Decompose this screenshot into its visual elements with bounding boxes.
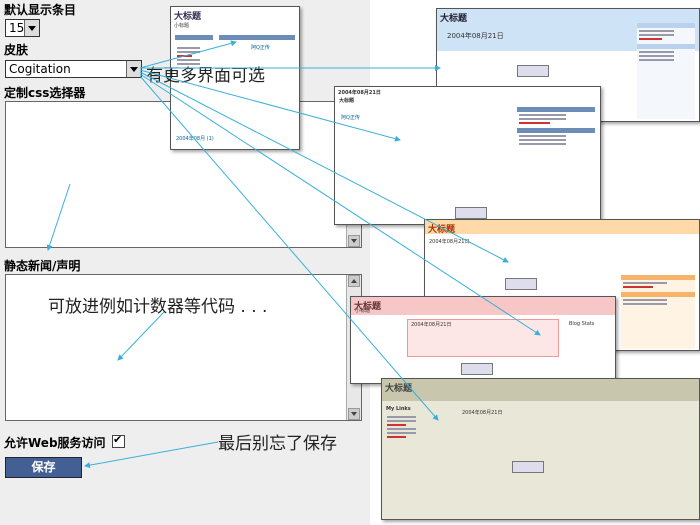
- annotation-counter-hint: 可放进例如计数器等代码 . . .: [48, 297, 268, 317]
- preview-subtitle: 小标题: [355, 308, 371, 314]
- preview-title: 大标题: [428, 225, 456, 235]
- annotation-remember-save: 最后别忘了保存: [218, 434, 337, 454]
- save-button[interactable]: 保存: [5, 457, 82, 478]
- preview-date: 2004年08月21日: [447, 32, 504, 40]
- skin-preview-5: 大标题 小标题 2004年08月21日 Blog Stats: [350, 296, 616, 384]
- items-per-page-value: 15: [9, 21, 25, 35]
- preview-title: 大标题: [174, 12, 202, 22]
- preview-subtitle: 小标题: [174, 23, 190, 29]
- preview-title: 大标题: [339, 98, 355, 104]
- preview-date: 2004年08月21日: [462, 410, 503, 416]
- preview-archive: 2004年08月 (1): [176, 136, 214, 142]
- scroll-down-icon[interactable]: [348, 235, 360, 247]
- web-service-checkbox[interactable]: [112, 433, 125, 448]
- items-per-page-label: 默认显示条目: [4, 3, 77, 17]
- preview-date: 2004年08月21日: [338, 90, 381, 96]
- skin-preview-3: 2004年08月21日 大标题 阿Q正传: [334, 86, 601, 225]
- preview-post-title: 阿Q正传: [251, 45, 270, 51]
- scroll-up-icon[interactable]: [348, 275, 360, 287]
- skin-label: 皮肤: [4, 43, 29, 57]
- skin-value: Cogitation: [9, 62, 71, 76]
- web-service-label: 允许Web服务访问: [4, 436, 106, 450]
- items-per-page-select[interactable]: 15: [5, 19, 40, 37]
- preview-post-title: 阿Q正传: [341, 115, 360, 121]
- chevron-down-icon[interactable]: [24, 20, 39, 36]
- preview-title: 大标题: [385, 384, 413, 394]
- preview-title: 大标题: [440, 14, 468, 24]
- preview-date: 2004年08月21日: [411, 322, 452, 328]
- static-news-label: 静态新闻/声明: [4, 259, 81, 273]
- annotation-more-skins: 有更多界面可选: [146, 66, 265, 86]
- custom-css-label: 定制css选择器: [4, 86, 86, 100]
- chevron-down-icon[interactable]: [126, 61, 141, 77]
- preview-blog-stats: Blog Stats: [569, 321, 595, 327]
- preview-sidebar-heading: My Links: [386, 406, 411, 412]
- skin-select[interactable]: Cogitation: [5, 60, 142, 78]
- scroll-down-icon[interactable]: [348, 408, 360, 420]
- preview-date: 2004年08月21日: [429, 239, 470, 245]
- skin-preview-6: 大标题 2004年08月21日 My Links: [381, 378, 700, 520]
